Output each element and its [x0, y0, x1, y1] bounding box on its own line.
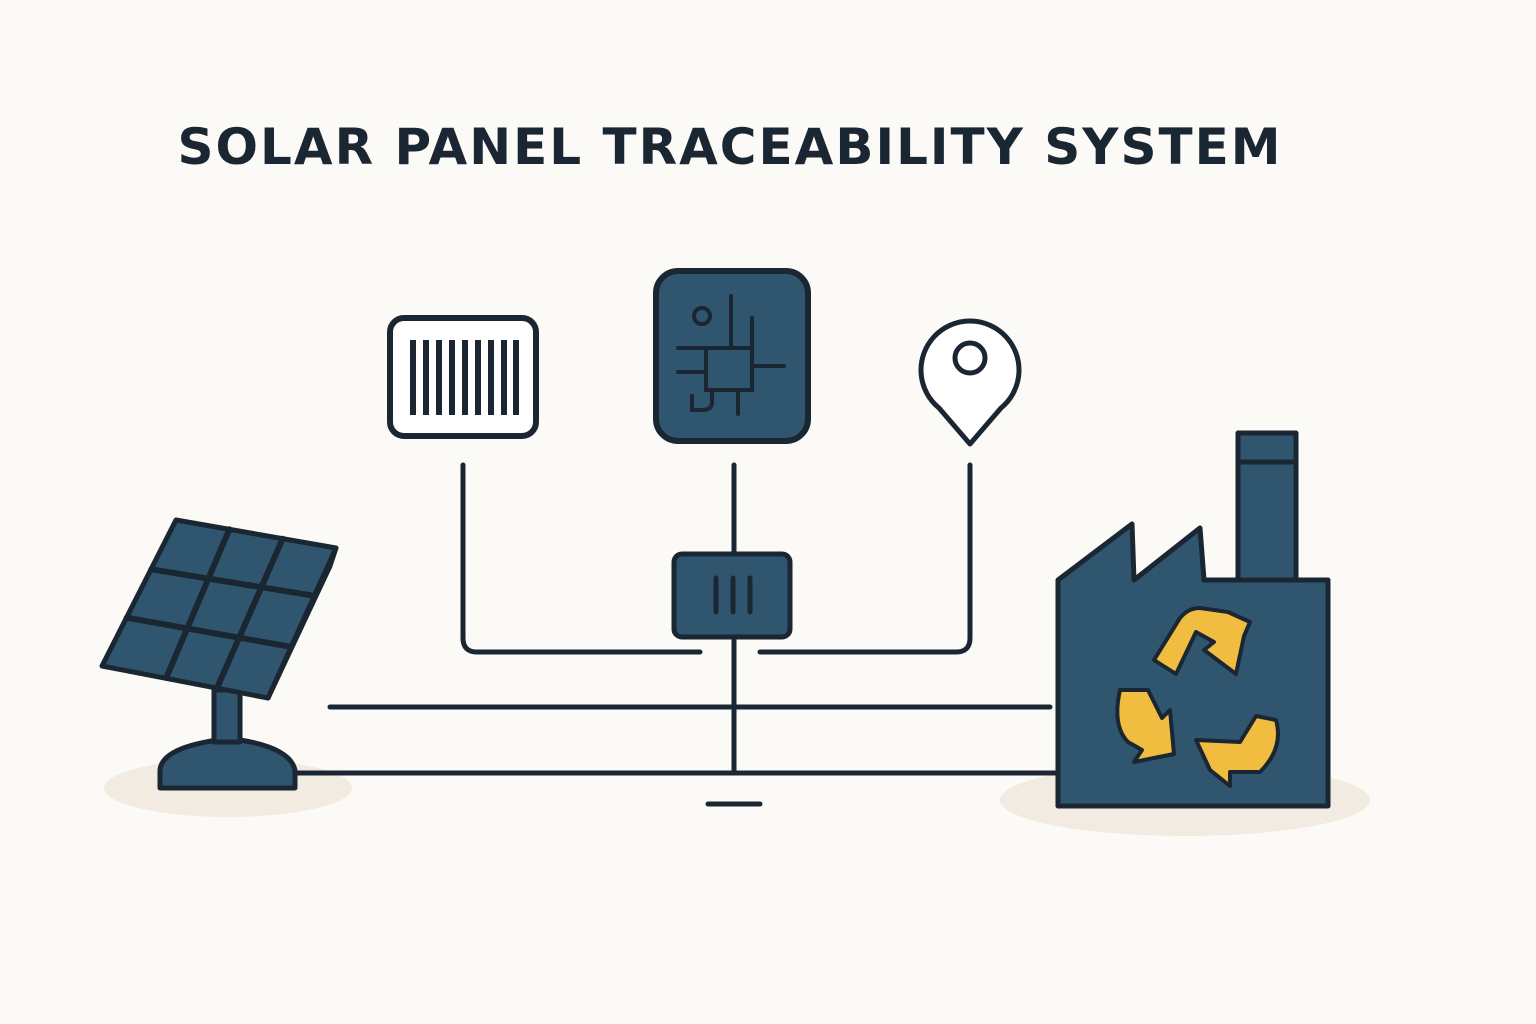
- solar-panel-icon: [99, 517, 339, 791]
- recycle-icon: [1115, 606, 1280, 788]
- recycling-factory-icon: [1055, 430, 1331, 809]
- barcode-icon: [387, 315, 539, 439]
- barcode-bars: [410, 340, 519, 415]
- panel-grid: [123, 526, 315, 691]
- reader-marks: [713, 575, 753, 615]
- barcode-connector: [460, 462, 703, 655]
- microchip-icon: [653, 268, 811, 444]
- connector-lines: [287, 462, 1059, 807]
- pin-dot: [952, 340, 988, 376]
- factory-chimney: [1235, 430, 1299, 586]
- location-pin-icon: [918, 318, 1022, 447]
- panel-base: [157, 737, 298, 791]
- page-title: SOLAR PANEL TRACEABILITY SYSTEM: [177, 118, 1283, 176]
- chip-circuit: [676, 294, 786, 416]
- pin-connector: [757, 462, 973, 655]
- tag-reader-icon: [671, 551, 793, 640]
- pin-outline: [918, 318, 1022, 447]
- panel-edge: [265, 545, 339, 701]
- panel-post: [211, 687, 243, 745]
